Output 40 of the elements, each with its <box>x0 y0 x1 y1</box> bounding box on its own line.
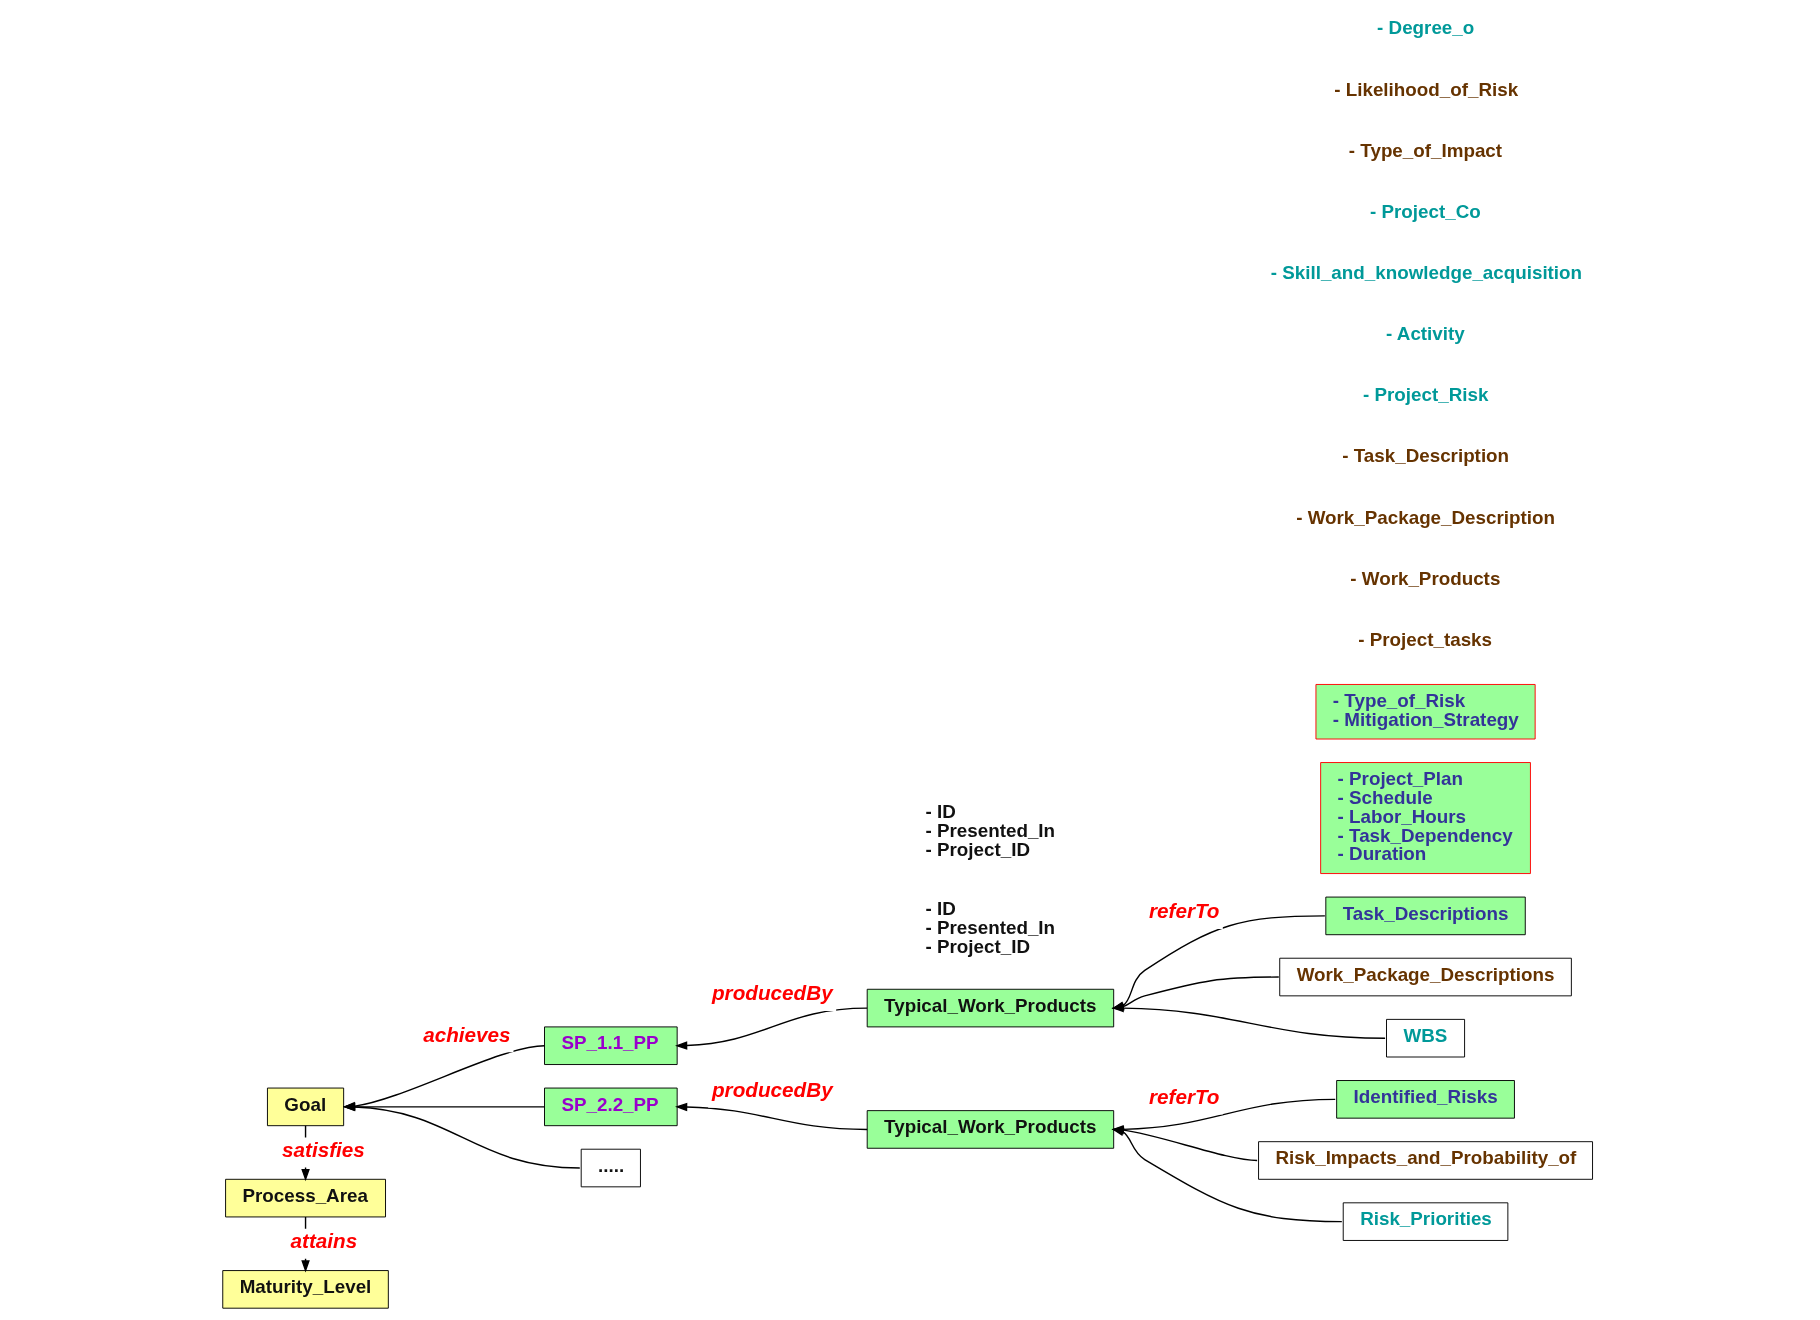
label: - Type_of_Impact <box>1348 139 1503 161</box>
node-box: Typical_Work_Products <box>866 988 1115 1028</box>
node-box: Risk_Impacts_and_Probability_of <box>1258 1141 1593 1180</box>
node-box: Identified_Risks <box>1336 1080 1515 1119</box>
label: - Project_Co <box>1370 200 1481 222</box>
node-box: Typical_Work_Products <box>866 1110 1115 1149</box>
edge-label: referTo <box>1148 899 1220 923</box>
node-box: - Type_of_Risk - Mitigation_Strategy <box>1315 684 1536 740</box>
edge-label: attains <box>290 1229 358 1253</box>
node-label: - Presented_In <box>925 916 1056 938</box>
node-box: Maturity_Level <box>222 1270 389 1309</box>
label: - Work_Products <box>1350 567 1501 589</box>
node-label: - ID <box>925 897 956 919</box>
arrow <box>675 1007 868 1050</box>
node-box: SP_1.1_PP <box>544 1026 678 1065</box>
arrow <box>675 1102 868 1131</box>
label: - Project_tasks <box>1358 628 1493 650</box>
node-box: WBS <box>1386 1018 1466 1058</box>
edge-label: referTo <box>1148 1084 1220 1108</box>
node-label: - Project_ID <box>925 935 1030 957</box>
label: - Skill_and_knowledge_acquisition <box>1270 261 1583 283</box>
edge-label: producedBy <box>711 981 833 1005</box>
label: - Likelihood_of_Risk <box>1334 78 1519 100</box>
node-box: Process_Area <box>225 1178 386 1218</box>
label: - Task_Description <box>1342 445 1510 467</box>
node-box: - Project_Plan - Schedule - Labor_Hours - Task_Dependency - Duration <box>1320 762 1531 875</box>
label: - Project_Risk <box>1362 384 1489 406</box>
node-box: Work_Package_Descriptions <box>1279 957 1572 997</box>
label: - Work_Package_Description <box>1296 506 1555 528</box>
node-box: Task_Descriptions <box>1325 896 1526 936</box>
edge-label: satisfies <box>282 1137 365 1161</box>
node-box: Goal <box>266 1087 345 1127</box>
node-label: - Project_ID <box>925 838 1030 860</box>
node-box: ..... <box>580 1148 641 1188</box>
edge-label: achieves <box>423 1022 511 1046</box>
node-box: SP_2.2_PP <box>544 1087 678 1127</box>
label: - Degree_o <box>1377 17 1475 39</box>
label: - Activity <box>1386 323 1465 345</box>
node-box: Risk_Priorities <box>1342 1202 1509 1241</box>
edge-label: producedBy <box>711 1078 833 1102</box>
